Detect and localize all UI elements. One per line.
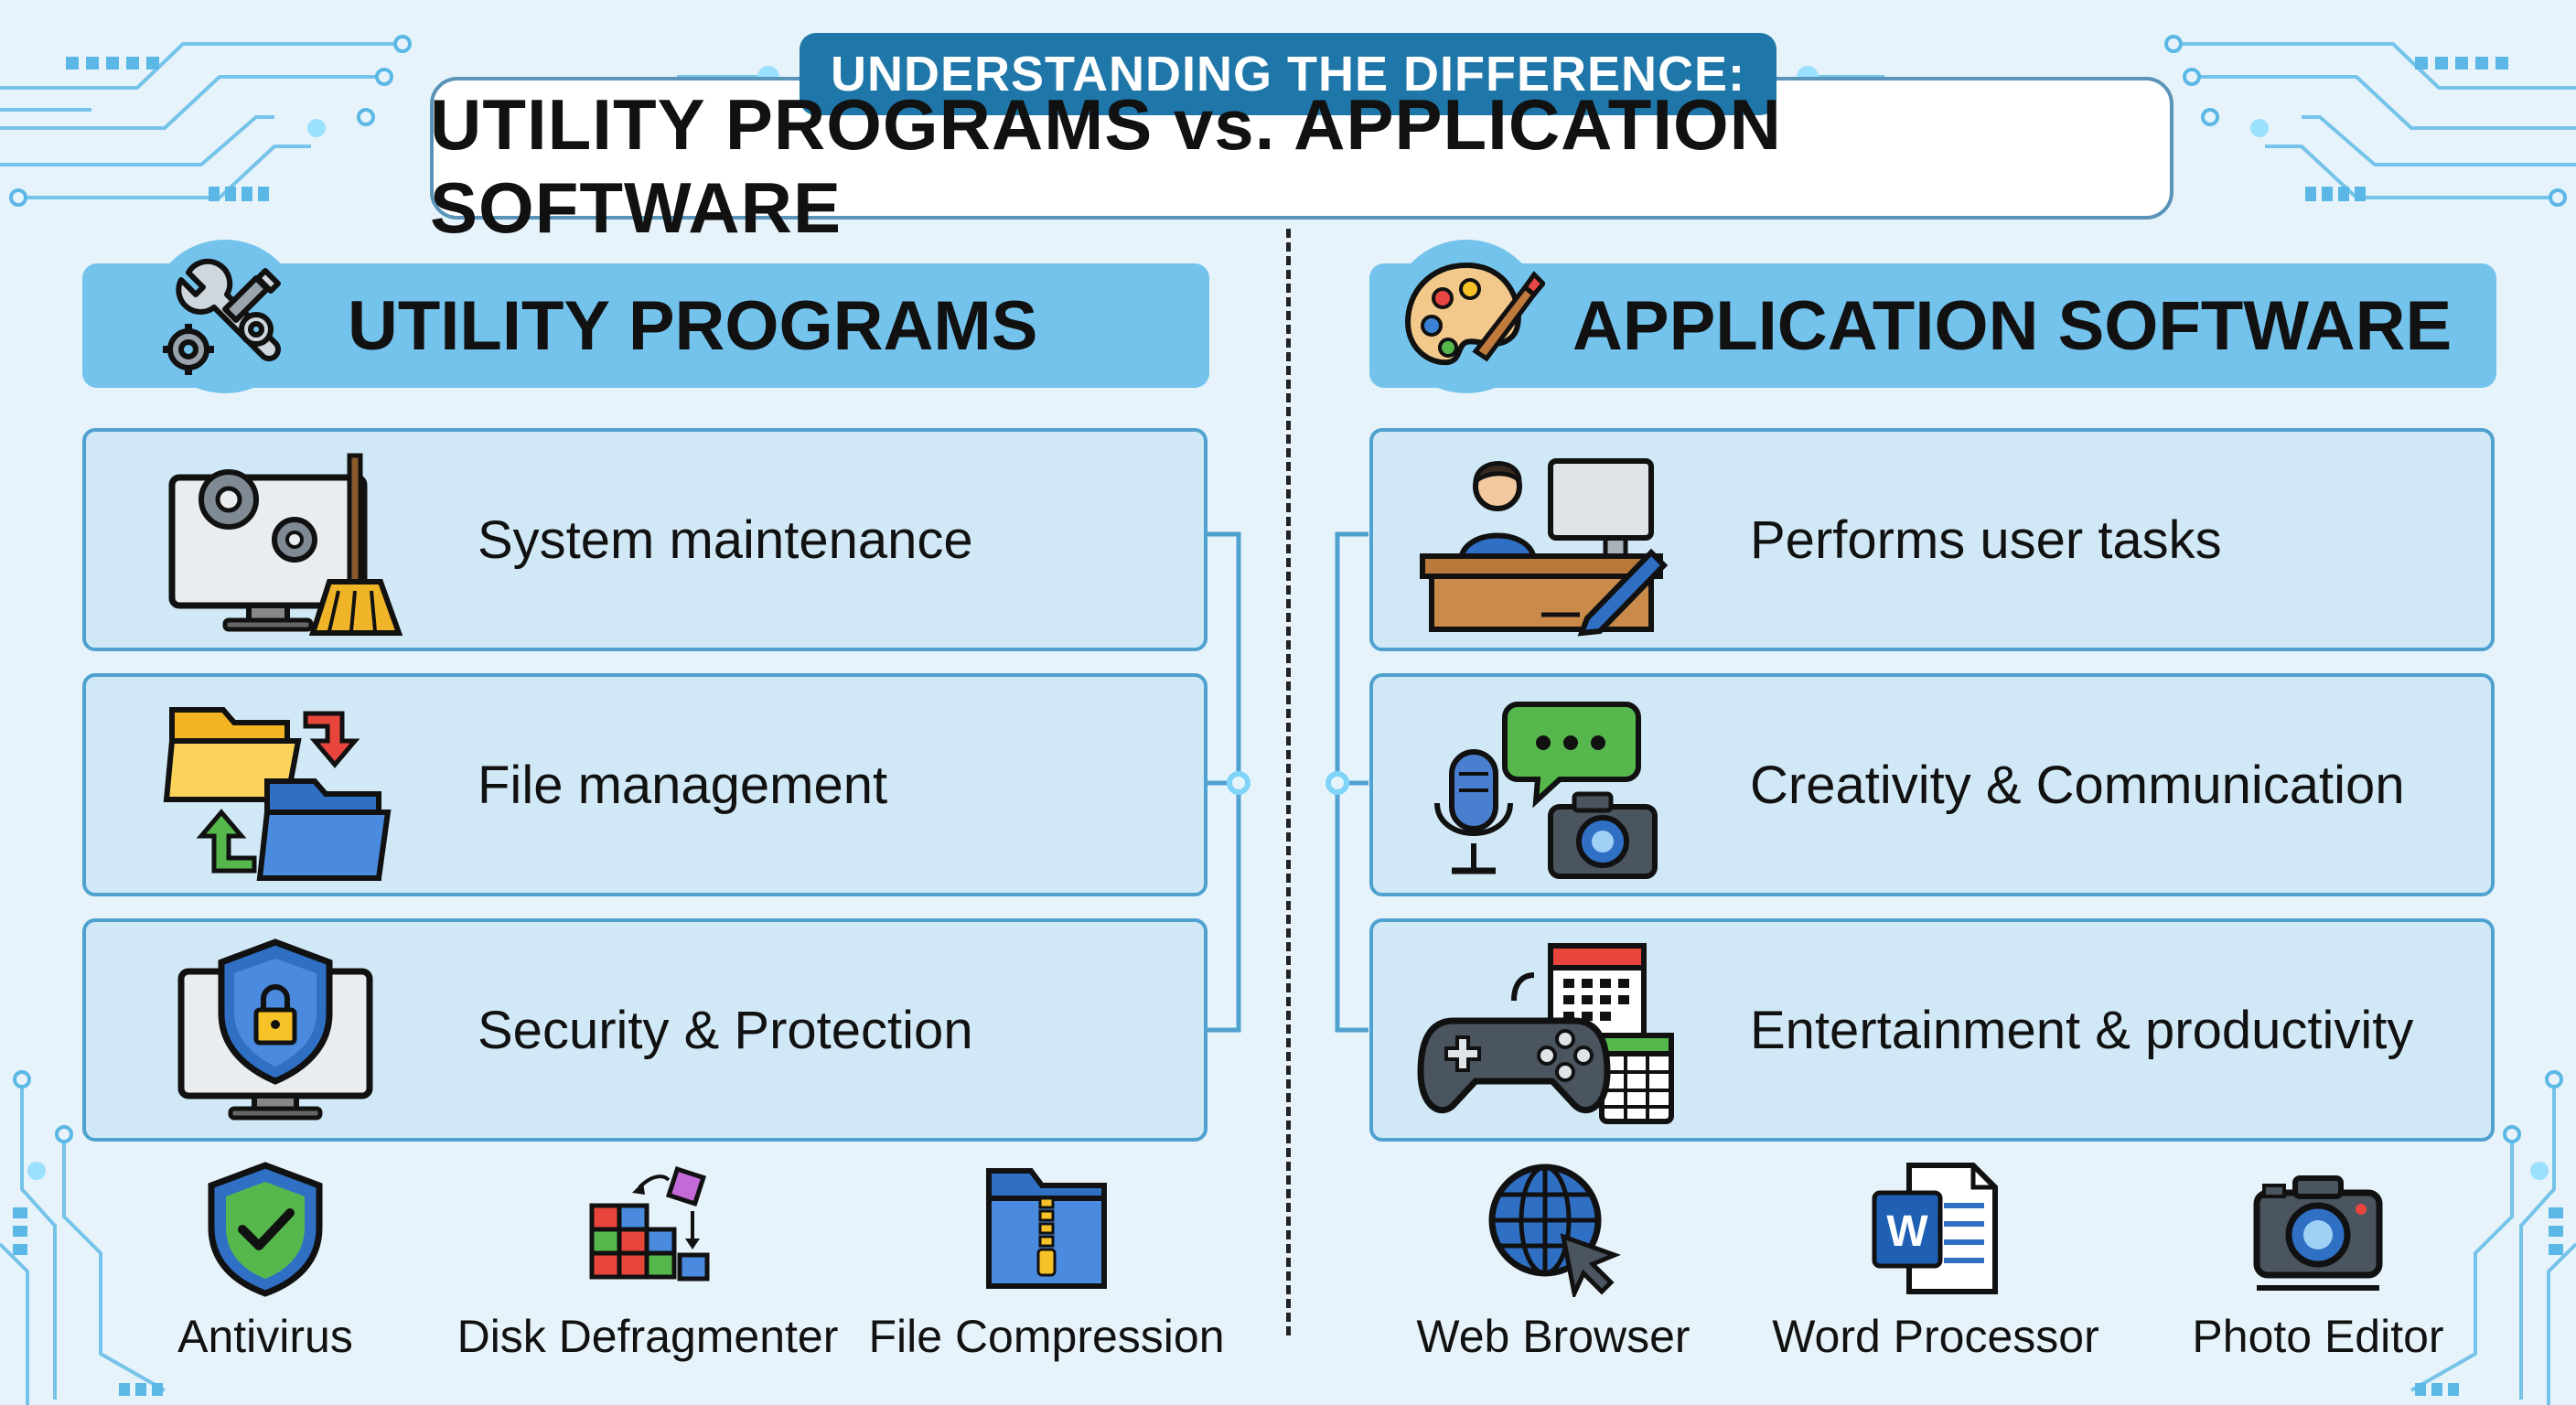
example-word-processor: W Word Processor (1744, 1160, 2128, 1363)
monitor-shield-lock-icon (177, 938, 373, 1121)
mic-chat-camera-icon (1434, 702, 1658, 879)
application-feature-row: Entertainment & productivity (1369, 918, 2495, 1142)
application-software-header: APPLICATION SOFTWARE (1369, 240, 2496, 393)
application-feature-label: Entertainment & productivity (1750, 1000, 2414, 1060)
utility-feature-row: Security & Protection (82, 918, 1208, 1142)
utility-connector (1208, 531, 1250, 1033)
example-label: Disk Defragmenter (456, 1311, 839, 1362)
globe-cursor-icon (1488, 1164, 1621, 1297)
example-web-browser: Web Browser (1361, 1160, 1745, 1363)
application-feature-label: Creativity & Communication (1750, 755, 2405, 815)
example-disk-defragmenter: Disk Defragmenter (456, 1160, 840, 1363)
shield-check-icon (208, 1162, 323, 1297)
page-subtitle: UNDERSTANDING THE DIFFERENCE: (800, 33, 1776, 115)
computer-gears-broom-icon (168, 453, 403, 636)
utility-feature-row: System maintenance (82, 428, 1208, 651)
application-software-heading: APPLICATION SOFTWARE (1572, 286, 2453, 365)
example-label: Word Processor (1772, 1311, 2099, 1362)
folders-arrows-icon (163, 707, 392, 881)
application-feature-row: Creativity & Communication (1369, 673, 2495, 896)
page-title: UTILITY PROGRAMS vs. APPLICATION SOFTWAR… (430, 84, 1783, 248)
word-document-icon: W (1872, 1163, 1998, 1294)
gamepad-calendar-spreadsheet-icon (1417, 943, 1674, 1124)
example-label: Photo Editor (2192, 1311, 2444, 1362)
paint-palette-icon (1390, 240, 1545, 393)
example-photo-editor: Photo Editor (2126, 1160, 2510, 1363)
zip-folder-icon (986, 1168, 1107, 1289)
application-feature-label: Performs user tasks (1750, 509, 2222, 570)
utility-programs-heading: UTILITY PROGRAMS (348, 286, 1038, 365)
person-at-desk-icon (1420, 458, 1669, 637)
utility-feature-label: File management (478, 755, 888, 815)
utility-feature-row: File management (82, 673, 1208, 896)
utility-programs-header: UTILITY PROGRAMS (82, 240, 1209, 393)
svg-text:W: W (1886, 1207, 1928, 1256)
utility-feature-label: Security & Protection (478, 1000, 973, 1060)
application-feature-row: Performs user tasks (1369, 428, 2495, 651)
utility-feature-label: System maintenance (478, 509, 973, 570)
wrench-gears-icon (148, 240, 302, 393)
example-antivirus: Antivirus (73, 1160, 457, 1363)
center-divider (1286, 229, 1291, 1335)
example-file-compression: File Compression (854, 1160, 1239, 1363)
defrag-blocks-icon (589, 1165, 710, 1282)
example-label: File Compression (868, 1311, 1225, 1362)
application-connector (1326, 531, 1368, 1033)
example-label: Web Browser (1416, 1311, 1690, 1362)
example-label: Antivirus (177, 1311, 353, 1362)
camera-icon (2253, 1175, 2383, 1291)
